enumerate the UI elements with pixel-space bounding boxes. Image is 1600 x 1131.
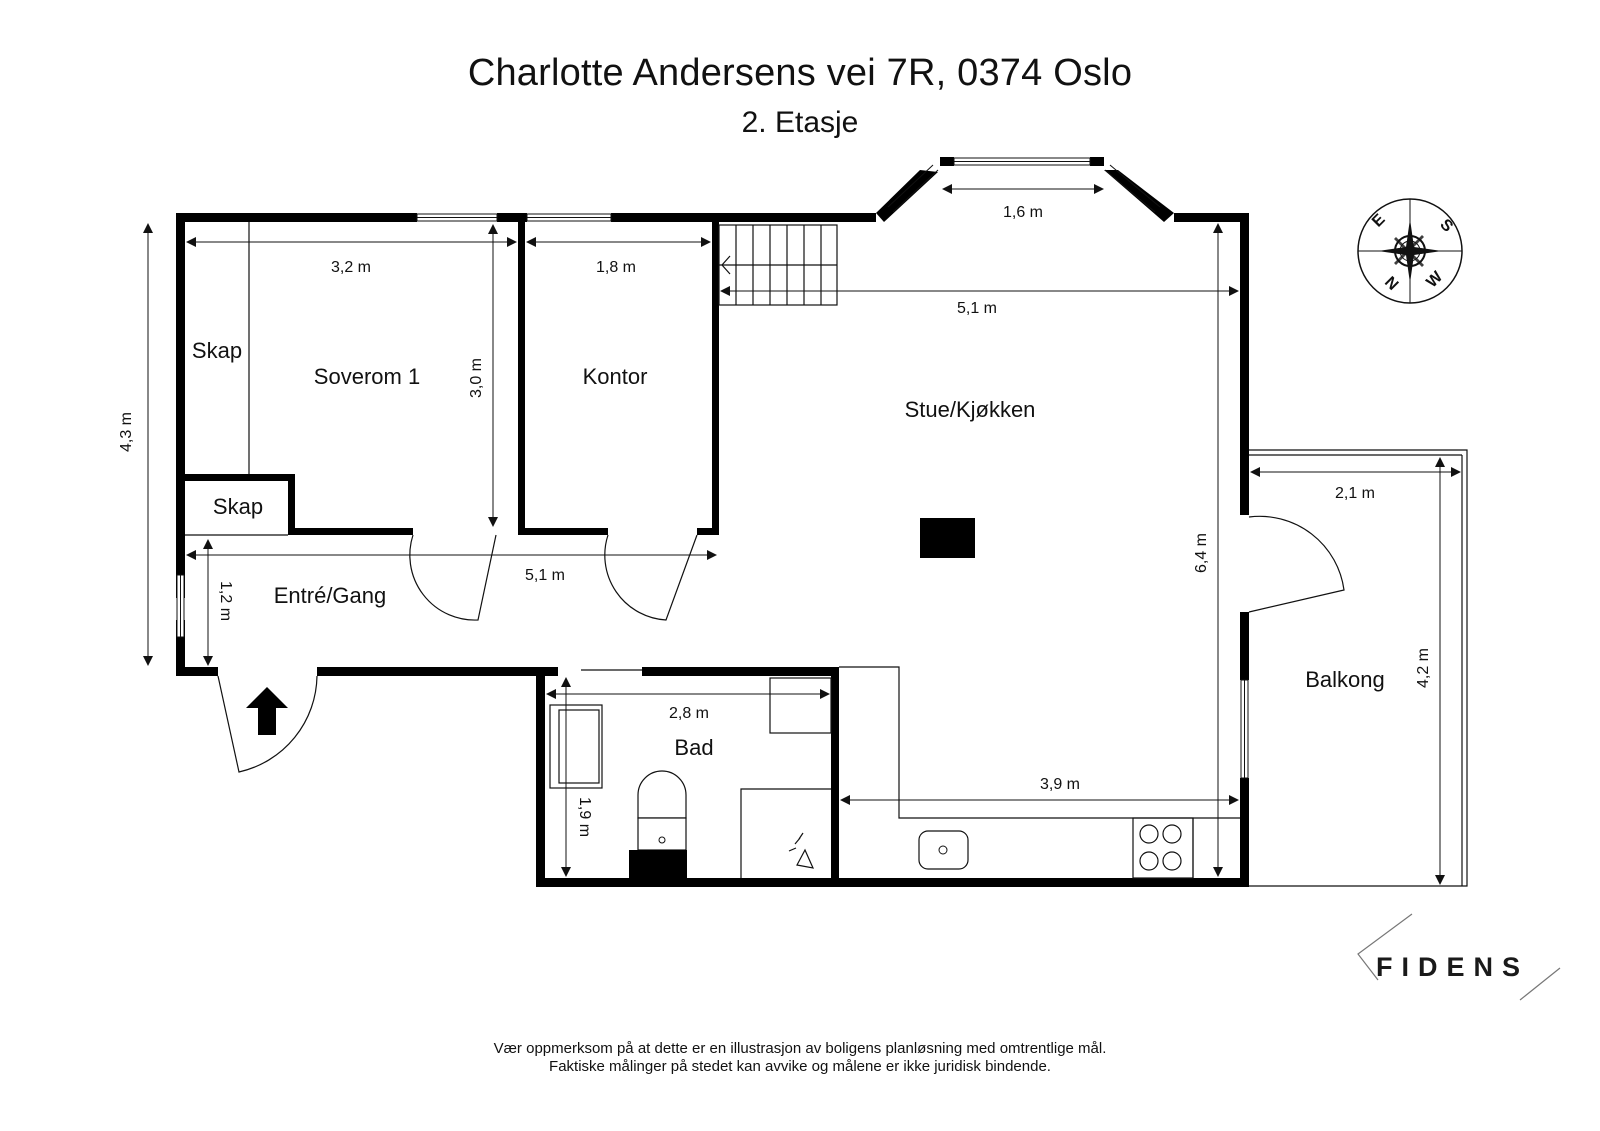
room-label-bad: Bad [674,735,713,760]
dim-stue-width: 5,1 m [957,300,997,317]
dim-stue-depth: 6,4 m [1193,533,1210,573]
dim-kitchen-width: 3,9 m [1040,776,1080,793]
disclaimer-line-2: Faktiske målinger på stedet kan avvike o… [549,1058,1051,1075]
compass-n: N [1381,274,1401,294]
compass-w: W [1423,268,1446,291]
room-label-kontor: Kontor [583,364,648,389]
dim-bay-window: 1,6 m [1003,204,1043,221]
room-label-balkong: Balkong [1305,667,1385,692]
dim-left-total: 4,3 m [118,412,135,452]
dim-gang-depth: 1,2 m [217,581,234,621]
chimney [920,518,975,558]
dim-bad-width: 2,8 m [669,705,709,722]
windows [176,157,1249,779]
walls [176,157,1249,887]
compass-s: S [1436,216,1456,236]
room-label-stue-kjokken: Stue/Kjøkken [905,397,1036,422]
dimension-lines [143,184,1461,885]
disclaimer-line-1: Vær oppmerksom på at dette er en illustr… [493,1040,1107,1057]
dim-bad-depth: 1,9 m [576,797,593,837]
dim-balkong-width: 2,1 m [1335,485,1375,502]
dim-soverom-width: 3,2 m [331,259,371,276]
compass-e: E [1369,211,1389,231]
dim-gang-width: 5,1 m [525,567,565,584]
dim-soverom-depth: 3,0 m [468,358,485,398]
shower-icon [788,832,815,869]
kitchen-sink-icon [918,830,969,870]
brand-logo: FIDENS [1376,952,1530,982]
dim-balkong-depth: 4,2 m [1415,648,1432,688]
floor-subtitle: 2. Etasje [741,106,859,139]
room-label-skap-tall: Skap [192,338,242,363]
compass-icon: E S N W [1357,198,1463,304]
stove-icon [1139,824,1182,871]
brand-logo-frame [1357,913,1561,1001]
dim-kontor-width: 1,8 m [596,259,636,276]
thin-lines [185,222,1468,887]
toilet-icon [629,770,687,880]
disclaimer: Vær oppmerksom på at dette er en illustr… [0,1040,1600,1076]
room-label-soverom: Soverom 1 [314,364,420,389]
room-label-entre-gang: Entré/Gang [274,583,387,608]
entrance-arrow-icon [246,687,288,735]
address-title: Charlotte Andersens vei 7R, 0374 Oslo [467,52,1133,94]
room-label-skap-small: Skap [213,494,263,519]
